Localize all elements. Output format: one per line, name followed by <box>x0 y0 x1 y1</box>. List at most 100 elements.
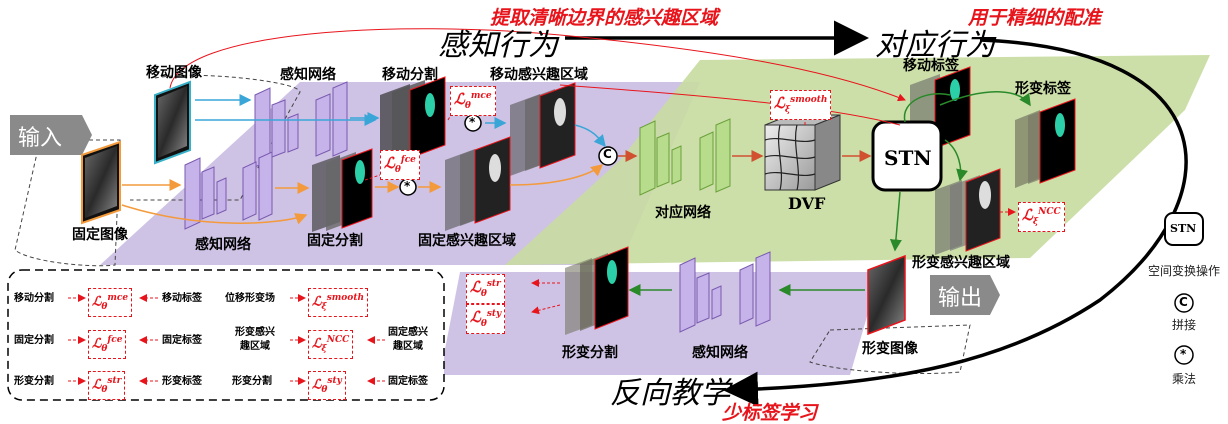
warped-roi-stack <box>935 168 1001 255</box>
red-curve-top <box>169 28 906 102</box>
loss-smooth-sub: ξ <box>784 105 791 115</box>
output-label: 输出 <box>938 286 983 311</box>
correspond-net-label: 对应网络 <box>655 205 711 221</box>
dvf-cube <box>764 114 841 191</box>
warped-label-stack <box>1015 98 1076 188</box>
legend-r2-loss-base: ℒ <box>92 336 102 352</box>
perception-net-bottom-label: 感知网络 <box>195 237 251 253</box>
warped-image-slice <box>867 254 906 336</box>
moving-seg-stack <box>380 76 446 161</box>
loss-fce-sup: fce <box>400 155 416 165</box>
loss-mce-box: ℒθmce <box>450 86 496 116</box>
perception-net-top-label: 感知网络 <box>280 67 336 83</box>
side-concat-circle <box>1174 293 1194 313</box>
concat-symbol <box>598 146 618 166</box>
moving-roi-label: 移动感兴趣区域 <box>490 67 588 83</box>
legend-r2-loss-sub: θ <box>101 343 108 354</box>
legend-r1-loss2-sup: smooth <box>326 293 365 303</box>
perception-behavior-label: 感知行为 <box>438 28 558 63</box>
warped-seg-stack <box>565 246 629 335</box>
legend-r1-loss-sup: mce <box>107 293 129 303</box>
legend-r3-loss2: ℒθsty <box>308 371 346 400</box>
moving-seg-label: 移动分割 <box>382 67 438 83</box>
fixed-roi-label: 固定感兴趣区域 <box>418 233 516 249</box>
side-stn-text: 空间变换操作 <box>1148 264 1221 278</box>
loss-str-sup: str <box>486 279 501 289</box>
legend-r2-right-b: 趣区域 <box>393 341 423 352</box>
side-concat-symbol: C <box>1179 295 1188 309</box>
output-arrow-shape <box>930 275 1000 315</box>
legend-r1-loss-base: ℒ <box>92 294 102 310</box>
legend-r3-loss-sub: θ <box>101 384 108 395</box>
correspond-net-blocks <box>639 118 731 196</box>
moving-roi-stack <box>510 82 576 176</box>
legend-r2-left: 固定分割 <box>14 335 54 346</box>
side-mult-text: 乘法 <box>1172 372 1197 386</box>
stn-label: STN <box>884 146 932 170</box>
loss-fce-sub: θ <box>394 165 401 175</box>
legend-arrows <box>68 294 385 385</box>
legend-r3-loss2-sup: sty <box>327 376 342 386</box>
reverse-teaching-label: 反向教学 <box>610 376 730 411</box>
legend-r3-mid: 形变标签 <box>162 376 202 387</box>
input-arrow-shape <box>10 115 92 155</box>
dashed-outline-warped <box>809 324 971 375</box>
red-line-to-stn <box>559 84 901 126</box>
loss-sty-sub: θ <box>480 319 487 329</box>
legend-r1-loss2-sub: ξ <box>321 301 327 312</box>
registration-text: 用于精细的配准 <box>968 7 1102 29</box>
stn-box <box>871 120 943 192</box>
green-arrows <box>628 91 1031 296</box>
loss-ncc-box: ℒξNCC <box>1018 202 1065 232</box>
legend-r3-right: 固定标签 <box>388 376 428 387</box>
loss-smooth-base: ℒ <box>774 94 785 112</box>
legend-r1-loss-sub: θ <box>101 301 108 312</box>
fixed-seg-label: 固定分割 <box>307 233 363 249</box>
side-mult-symbol: * <box>1180 347 1187 361</box>
side-stn-symbol: STN <box>1170 222 1197 235</box>
perception-net-rev-label: 感知网络 <box>692 345 748 361</box>
loss-str-sub: θ <box>480 289 487 299</box>
fixed-roi-stack <box>445 136 511 231</box>
warped-seg-label: 形变分割 <box>562 345 618 361</box>
loss-sty-box: ℒθsty <box>466 304 506 334</box>
legend-r1-left: 移动分割 <box>14 293 54 304</box>
legend-r3-loss-base: ℒ <box>92 377 102 393</box>
legend-r2-loss2-base: ℒ <box>312 336 322 352</box>
side-concat-text: 拼接 <box>1172 318 1197 332</box>
legend-r1-loss2: ℒξsmooth <box>308 288 369 317</box>
loss-fce-box: ℒθfce <box>380 150 420 180</box>
legend-r2-loss: ℒθfce <box>88 330 127 359</box>
dashed-outline-moving <box>130 74 301 201</box>
side-mult-circle <box>1174 345 1194 365</box>
legend-r3-loss: ℒθstr <box>88 371 126 400</box>
legend-r2-loss-sup: fce <box>107 335 123 345</box>
extract-roi-text: 提取清晰边界的感兴趣区域 <box>490 7 719 29</box>
perception-net-bottom-blocks <box>184 151 273 230</box>
loss-str-box: ℒθstr <box>466 274 505 304</box>
legend-r1-loss2-base: ℒ <box>312 294 322 310</box>
loss-smooth-box: ℒξsmooth <box>770 90 832 120</box>
loss-sty-base: ℒ <box>470 308 481 326</box>
legend-r2-mid: 固定标签 <box>162 335 202 346</box>
orange-arrows <box>121 164 604 225</box>
loss-fce-base: ℒ <box>384 154 395 172</box>
legend-r2-right-a: 固定感兴 <box>388 327 428 338</box>
multiply-symbol-top-text: * <box>469 115 476 129</box>
loss-ncc-base: ℒ <box>1022 206 1033 224</box>
legend-r1-mid: 移动标签 <box>162 293 202 304</box>
dvf-label: DVF <box>788 194 826 213</box>
legend-r2-loss2-sub: ξ <box>321 343 327 354</box>
moving-image-slice <box>154 80 191 165</box>
loss-smooth-sup: smooth <box>790 95 828 105</box>
few-label-text: 少标签学习 <box>722 402 818 424</box>
input-label: 输入 <box>18 126 63 151</box>
side-stn-symbol-box <box>1164 212 1204 246</box>
loss-sty-sup: sty <box>486 309 502 319</box>
legend-r3-loss2-base: ℒ <box>312 377 322 393</box>
legend-r1-loss: ℒθmce <box>88 288 133 317</box>
multiply-symbol-bottom-text: * <box>404 179 411 193</box>
legend-r2-loss2-sup: NCC <box>326 335 350 345</box>
moving-image-label: 移动图像 <box>146 65 202 81</box>
